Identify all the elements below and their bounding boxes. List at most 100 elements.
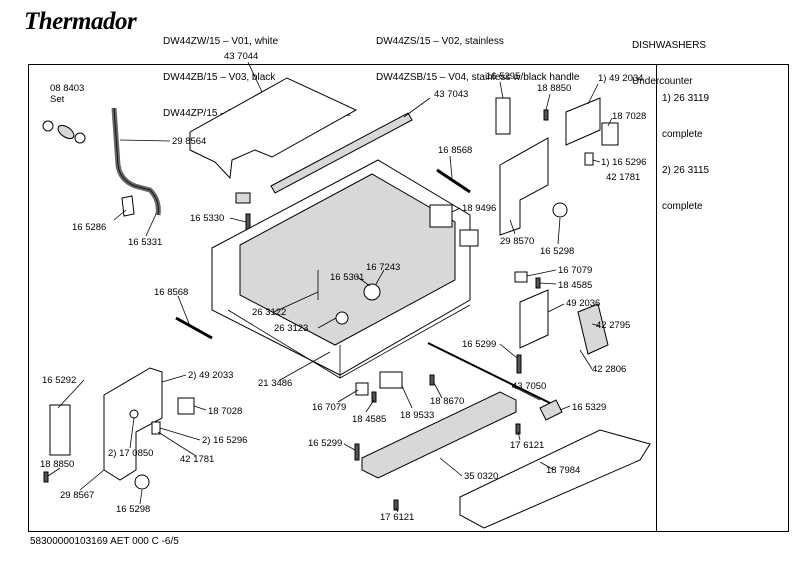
part-label: 26 3123 [274,323,308,334]
bottom-plate [459,429,651,529]
leader-line [511,385,541,401]
leader-line [517,431,521,441]
leader-line [545,93,551,111]
part-label: 16 5330 [190,213,224,224]
screw [371,391,377,403]
leader-line [355,275,371,287]
part-label: 29 8564 [172,136,206,147]
leader-line [433,382,443,399]
leader-line [557,217,561,245]
part-label: 18 9533 [400,410,434,421]
leader-line [499,343,518,359]
door-latch [519,289,549,349]
part-label: 43 7050 [512,381,546,392]
small-bracket [514,271,528,283]
leader-line [451,207,461,213]
part-label: 18 9496 [462,203,496,214]
leader-line [499,81,504,99]
insulation-strip [270,112,413,194]
leader-line [79,469,105,491]
part-label: 42 2795 [596,320,630,331]
part-label: 18 4585 [352,414,386,425]
leader-line [591,323,601,327]
screw [43,471,49,483]
latch-bracket [565,97,601,146]
note-line: 1) 26 3119 [662,93,710,104]
part-label: 16 8568 [154,287,188,298]
screw [516,354,522,374]
part-label: 16 5329 [572,402,606,413]
part-label: 1) 49 2034 [598,73,643,84]
part-labels: 08 8403 Set 43 7044 43 7043 16 5295 18 8… [40,51,646,523]
drain-hose-outline [113,107,159,216]
leader-line [161,374,187,383]
leader-line [139,489,143,505]
part-label: 49 2036 [566,298,600,309]
leader-line [229,217,247,223]
part-label: 18 4585 [558,280,592,291]
leader-line [279,351,331,381]
leader-line [559,405,571,411]
leader-line [343,443,356,451]
screw [515,423,521,435]
rod [427,342,551,404]
part-label: 18 8670 [430,396,464,407]
part-label: 16 5295 [486,71,520,82]
leader-line [145,213,157,237]
part-label: 18 8850 [537,83,571,94]
note-line: complete [662,201,703,212]
base-tub-inner [239,173,456,346]
switch-assembly [134,474,150,490]
part-label: 16 8568 [438,145,472,156]
leader-line [395,507,399,513]
part-label: 16 5299 [462,339,496,350]
leader-line [539,461,555,471]
part-label: 16 5286 [72,222,106,233]
leader-line [129,417,135,449]
part-label: 16 5301 [330,272,364,283]
leader-line [177,295,191,327]
leader-line [193,405,207,411]
part-label: 17 6121 [380,512,414,523]
cover-panel [189,77,358,180]
leader-line [47,467,61,477]
washer [129,409,139,419]
part-label: 16 7079 [312,402,346,413]
brand-logo: Thermador [24,8,137,35]
screw [535,277,541,289]
part-label: 16 5298 [116,504,150,515]
part-drawings [42,77,651,529]
clip [584,152,594,166]
leader-line [449,155,453,179]
part-label: 21 3486 [258,378,292,389]
part-label: 16 5298 [540,246,574,257]
leader-line [539,282,557,285]
part-label: 16 7243 [366,262,400,273]
latch-block [601,122,619,146]
bracket-piece [495,97,511,135]
leader-line [113,209,127,221]
part-label: 2) 49 2033 [188,370,233,381]
leader-line [317,317,337,329]
model-line: DW44ZS/15 – V02, stainless [376,36,504,47]
leader-line [247,61,263,93]
category-subtitle: Undercounter [632,76,693,87]
spring [175,316,213,340]
leader-line [157,431,197,457]
part-label: 16 5292 [42,375,76,386]
document-code: 58300000103169 AET 000 C -6/5 [30,536,179,547]
part-label: 16 7079 [558,265,592,276]
bushing [539,399,563,421]
leader-line [365,399,375,413]
part-label: 1) 16 5296 [601,157,646,168]
part-label: 35 0320 [464,471,498,482]
leader-line [526,269,557,277]
model-line: DW44ZSB/15 – V04, stainless w/black hand… [376,72,580,83]
screw [543,109,549,121]
part-label: 29 8567 [60,490,94,501]
part-label: 43 7044 [224,51,258,62]
leader-line [607,117,613,127]
category-title: DISHWASHERS [632,40,707,51]
part-label: 16 5331 [128,237,162,248]
side-cover [49,404,71,456]
